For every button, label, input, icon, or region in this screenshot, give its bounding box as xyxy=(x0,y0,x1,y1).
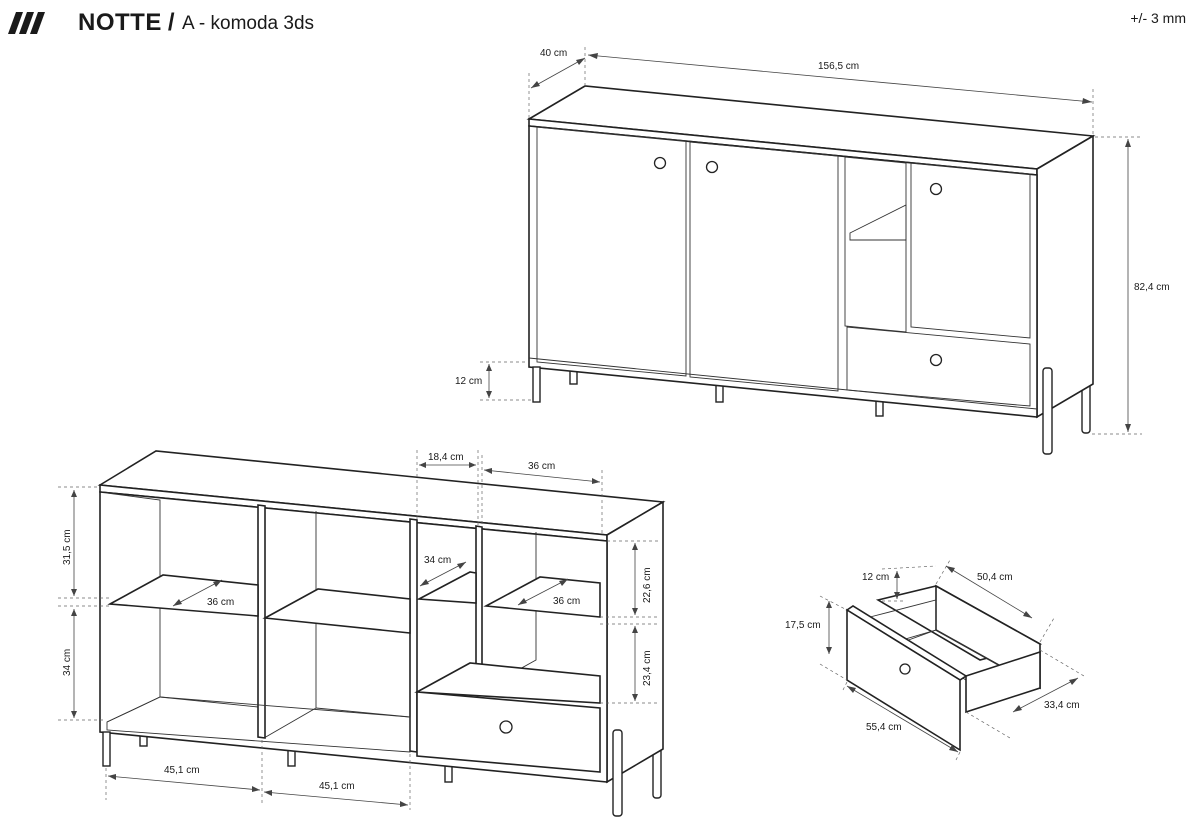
leg xyxy=(102,731,111,767)
drawer-side xyxy=(965,650,1041,714)
tolerance-note: +/- 3 mm xyxy=(1130,10,1186,26)
model-subtitle: A - komoda 3ds xyxy=(182,13,315,34)
shelf xyxy=(262,588,411,634)
three-slashes-logo-icon xyxy=(8,12,45,34)
cabinet-front xyxy=(528,125,1038,418)
shelf xyxy=(416,571,477,604)
drawer-knob xyxy=(899,663,911,675)
dim-drawer-front-height: 17,5 cm xyxy=(785,620,821,631)
door-knob xyxy=(705,160,719,174)
shelf xyxy=(107,574,259,617)
dim-shelf-depth: 36 cm xyxy=(207,597,234,608)
dim-lower-height: 34 cm xyxy=(62,649,73,676)
dim-right-shelf-depth: 36 cm xyxy=(553,596,580,607)
drawer-view: 12 cm 17,5 cm 50,4 cm 33,4 cm 55,4 cm xyxy=(785,559,1085,761)
dim-drawer-front-width: 55,4 cm xyxy=(866,722,902,733)
dim-leg-height: 12 cm xyxy=(455,376,482,387)
open-niche xyxy=(844,156,907,333)
door-middle xyxy=(689,141,839,392)
dim-drawer-inner-width: 50,4 cm xyxy=(977,572,1013,583)
leg xyxy=(532,366,541,403)
drawer-top xyxy=(414,662,601,704)
door-knob xyxy=(653,156,667,170)
dim-narrow-width: 18,4 cm xyxy=(428,452,464,463)
dim-upper-height: 31,5 cm xyxy=(62,529,73,565)
drawer-front xyxy=(846,608,961,752)
niche-shelf xyxy=(849,204,907,241)
drawer-knob xyxy=(499,720,513,734)
dim-width: 156,5 cm xyxy=(818,61,859,72)
door-knob xyxy=(929,182,943,196)
dim-drawer-side-height: 12 cm xyxy=(862,572,889,583)
door-left xyxy=(536,126,687,377)
leg xyxy=(612,729,623,817)
divider xyxy=(409,518,418,753)
closed-cabinet-view: 40 cm 156,5 cm 82,4 cm 12 cm xyxy=(455,44,1170,455)
dim-right-width: 36 cm xyxy=(528,461,555,472)
drawer-knob xyxy=(929,353,943,367)
dim-right-upper-height: 22,6 cm xyxy=(642,567,653,603)
drawer-front xyxy=(846,326,1031,407)
dim-height: 82,4 cm xyxy=(1134,282,1170,293)
dim-right-lower-height: 23,4 cm xyxy=(642,650,653,686)
divider xyxy=(257,504,266,739)
dim-compartment-width-2: 45,1 cm xyxy=(319,781,355,792)
dim-compartment-width-1: 45,1 cm xyxy=(164,765,200,776)
dim-narrow-shelf-depth: 34 cm xyxy=(424,555,451,566)
open-cabinet-view: 31,5 cm 34 cm 36 cm 22,6 cm 23,4 cm 18,4 xyxy=(58,450,666,817)
dim-depth: 40 cm xyxy=(540,48,567,59)
dim-drawer-depth: 33,4 cm xyxy=(1044,700,1080,711)
leg xyxy=(1042,367,1053,455)
shelf xyxy=(483,576,601,618)
door-right xyxy=(910,162,1031,339)
brand-title: NOTTE/ xyxy=(78,9,175,36)
